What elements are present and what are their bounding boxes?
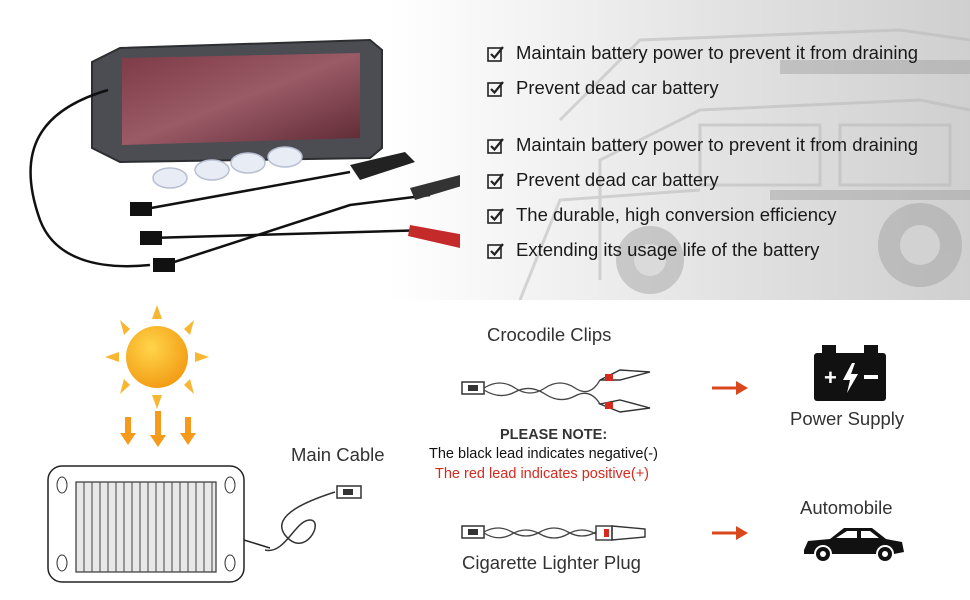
feature-text: Maintain battery power to prevent it fro…	[516, 134, 919, 155]
automobile-label: Automobile	[800, 497, 893, 518]
feature-item: Maintain battery power to prevent it fro…	[487, 134, 918, 156]
battery-icon: +	[814, 345, 886, 401]
feature-text: Prevent dead car battery	[516, 169, 719, 190]
arrow-right-icon	[712, 381, 748, 395]
solar-panel-product-image	[29, 38, 460, 272]
svg-text:+: +	[824, 365, 837, 390]
arrow-right-icon	[712, 526, 748, 540]
feature-item: Extending its usage life of the battery	[487, 239, 819, 261]
connection-diagram: Main Cable Crocodile Clips PLEASE NOTE: …	[0, 300, 970, 600]
main-cable-diagram	[265, 485, 362, 552]
solar-panel-diagram	[47, 465, 270, 583]
note-title: PLEASE NOTE:	[500, 427, 608, 443]
feature-item: Maintain battery power to prevent it fro…	[487, 42, 918, 64]
crocodile-clips-diagram	[461, 369, 651, 413]
feature-text: Extending its usage life of the battery	[516, 239, 820, 260]
cigarette-plug-label: Cigarette Lighter Plug	[462, 552, 641, 573]
power-supply-label: Power Supply	[790, 408, 905, 429]
car-icon	[804, 528, 904, 561]
feature-item: Prevent dead car battery	[487, 77, 719, 99]
check-icon	[487, 137, 504, 154]
crocodile-clips-label: Crocodile Clips	[487, 324, 612, 345]
feature-text: The durable, high conversion efficiency	[516, 204, 837, 225]
check-icon	[487, 80, 504, 97]
main-cable-label: Main Cable	[291, 444, 385, 465]
feature-item: The durable, high conversion efficiency	[487, 204, 837, 226]
feature-item: Prevent dead car battery	[487, 169, 719, 191]
sun-icon	[105, 305, 209, 447]
background-car-illustration	[518, 28, 970, 300]
note-black-lead: The black lead indicates negative(-)	[429, 446, 658, 462]
check-icon	[487, 242, 504, 259]
check-icon	[487, 172, 504, 189]
feature-text: Maintain battery power to prevent it fro…	[516, 42, 919, 63]
check-icon	[487, 207, 504, 224]
check-icon	[487, 45, 504, 62]
top-banner: Maintain battery power to prevent it fro…	[0, 0, 970, 300]
cigarette-plug-diagram	[461, 525, 646, 541]
feature-text: Prevent dead car battery	[516, 77, 719, 98]
note-red-lead: The red lead indicates positive(+)	[435, 466, 649, 482]
